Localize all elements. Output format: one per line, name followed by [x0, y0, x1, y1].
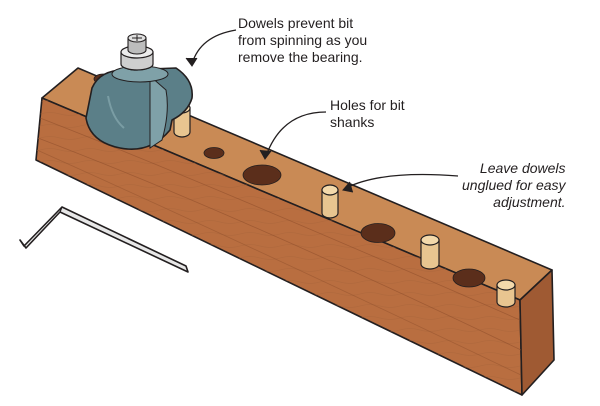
- callout-line: unglued for easy: [462, 177, 566, 193]
- hole: [242, 164, 282, 186]
- hole: [203, 147, 225, 159]
- hole: [360, 223, 396, 243]
- callout-line: Leave dowels: [479, 160, 566, 176]
- router-bit-icon: [85, 33, 193, 150]
- callout-leave-dowels-unglued: Leave dowels unglued for easy adjustment…: [462, 160, 566, 211]
- leader-arrows: [185, 29, 459, 193]
- allen-wrench-icon: [19, 206, 189, 273]
- callout-line: Dowels prevent bit: [238, 15, 354, 31]
- callout-line: remove the bearing.: [238, 49, 363, 65]
- callout-line: adjustment.: [493, 194, 566, 210]
- leader-arrow-icon: [345, 173, 459, 189]
- dowel-icon: [420, 234, 440, 270]
- callout-line: from spinning as you: [238, 32, 368, 48]
- leader-arrow-icon: [265, 111, 327, 157]
- hole: [452, 268, 486, 288]
- callout-line: shanks: [330, 114, 375, 130]
- dowel-icon: [321, 184, 339, 219]
- callout-line: Holes for bit: [330, 97, 405, 113]
- callout-holes-for-bit-shanks: Holes for bit shanks: [330, 97, 405, 131]
- leader-arrow-icon: [191, 29, 237, 65]
- dowel-icon: [496, 279, 516, 308]
- callout-dowels-prevent-bit: Dowels prevent bit from spinning as you …: [238, 15, 367, 66]
